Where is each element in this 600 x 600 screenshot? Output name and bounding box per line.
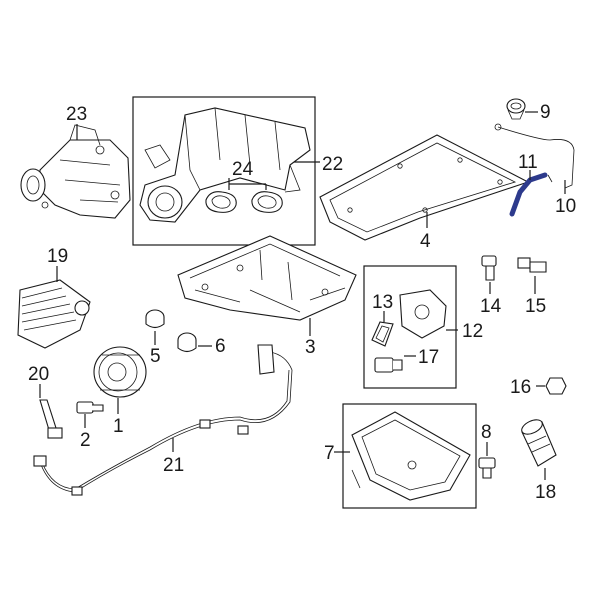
- leader-24: [228, 178, 267, 190]
- manifold-gaskets[interactable]: [205, 191, 283, 213]
- pulley-bolt[interactable]: [76, 401, 104, 414]
- lower-pan-box: [342, 403, 477, 509]
- callout-5: 5: [150, 346, 161, 367]
- valley-gasket[interactable]: [319, 134, 530, 241]
- callout-19: 19: [47, 246, 68, 267]
- dipstick-tube-highlighted[interactable]: [509, 172, 548, 217]
- crankshaft-pulley[interactable]: [93, 346, 147, 398]
- callout-4: 4: [420, 231, 431, 252]
- intake-manifold[interactable]: [139, 107, 311, 223]
- oil-pressure-sensor[interactable]: [374, 357, 403, 373]
- wiring-harness[interactable]: [33, 344, 293, 496]
- callout-14: 14: [480, 296, 502, 317]
- pan-bolt[interactable]: [478, 457, 496, 479]
- callout-17: 17: [418, 347, 439, 368]
- intake-manifold-box: [132, 96, 316, 246]
- dipstick-tube[interactable]: [494, 123, 575, 189]
- oil-cooler[interactable]: [17, 279, 91, 349]
- callout-15: 15: [525, 296, 546, 317]
- callout-12: 12: [462, 321, 483, 342]
- callout-18: 18: [535, 482, 556, 503]
- drain-plug[interactable]: [545, 377, 567, 395]
- callout-11: 11: [518, 152, 538, 173]
- callout-8: 8: [481, 422, 492, 443]
- water-pump-housing[interactable]: [20, 124, 131, 219]
- plug-6[interactable]: [177, 332, 197, 353]
- dipstick-cap[interactable]: [506, 98, 526, 120]
- callout-13: 13: [372, 292, 393, 313]
- callout-23: 23: [66, 104, 87, 125]
- sensor-housing[interactable]: [399, 289, 447, 339]
- oil-sensor-box: [363, 265, 457, 389]
- callout-21: 21: [163, 455, 184, 476]
- callout-2: 2: [80, 430, 91, 451]
- callout-7: 7: [324, 443, 335, 464]
- callout-3: 3: [305, 337, 316, 358]
- sensor-20[interactable]: [39, 399, 63, 439]
- bolt-14[interactable]: [481, 255, 497, 281]
- callout-20: 20: [28, 364, 49, 385]
- callout-16: 16: [510, 377, 531, 398]
- plug-5[interactable]: [145, 309, 165, 329]
- oil-filter[interactable]: [519, 417, 557, 467]
- callout-10: 10: [555, 196, 576, 217]
- sensor-gasket[interactable]: [371, 321, 394, 347]
- lower-oil-pan[interactable]: [351, 411, 471, 501]
- callout-6: 6: [215, 336, 226, 357]
- callout-9: 9: [540, 102, 551, 123]
- stud-15[interactable]: [517, 257, 547, 273]
- callout-24: 24: [232, 159, 254, 180]
- upper-oil-pan[interactable]: [177, 235, 357, 321]
- callout-1: 1: [113, 416, 124, 437]
- callout-22: 22: [322, 154, 343, 175]
